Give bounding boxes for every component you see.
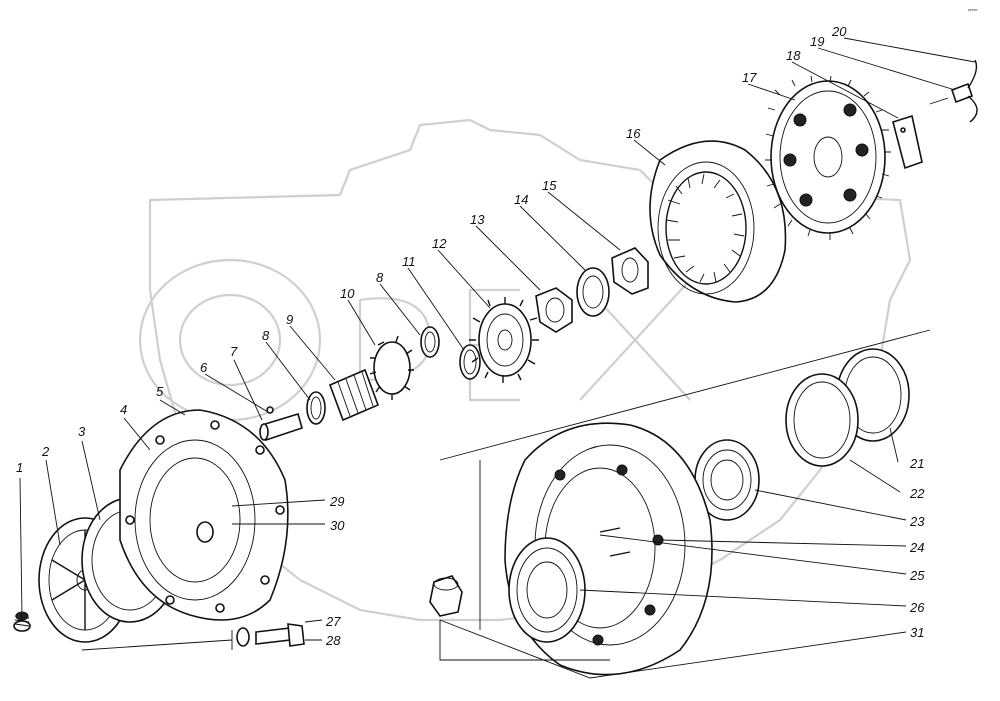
label-20: 20: [831, 24, 847, 39]
label-9: 9: [286, 312, 293, 327]
part-7-pin: [259, 406, 303, 442]
part-19-20-bolt-wire: [929, 59, 978, 123]
label-17: 17: [742, 70, 757, 85]
leader-lines: [19, 37, 976, 679]
label-5: 5: [156, 384, 164, 399]
part-31-plug: [429, 575, 463, 617]
label-18: 18: [786, 48, 801, 63]
label-8a: 8: [262, 328, 270, 343]
part-8-ring: [306, 326, 440, 425]
label-25: 25: [909, 568, 925, 583]
label-10: 10: [340, 286, 355, 301]
part-22-seal-ring: [785, 373, 859, 467]
part-12-double-gear: [469, 297, 539, 383]
part-4-5-housing-cover: [119, 409, 289, 621]
label-27: 27: [325, 614, 341, 629]
part-11-snap-ring: [459, 344, 481, 380]
label-15: 15: [542, 178, 557, 193]
label-29: 29: [329, 494, 344, 509]
label-2: 2: [41, 444, 50, 459]
label-22: 22: [909, 486, 925, 501]
part-14-washer: [576, 267, 610, 317]
label-14: 14: [514, 192, 528, 207]
label-30: 30: [330, 518, 345, 533]
part-1-spring: [13, 611, 31, 632]
label-4: 4: [120, 402, 127, 417]
label-1: 1: [16, 460, 23, 475]
label-11: 11: [402, 254, 416, 269]
label-23: 23: [909, 514, 925, 529]
part-9-needle-bearing: [328, 368, 380, 422]
part-labels: 1 2 3 4 5 6 7 8 8 9 10 11 12 13 14 15 16…: [16, 24, 925, 648]
part-27-washer: [236, 627, 250, 647]
label-21: 21: [909, 456, 924, 471]
label-3: 3: [78, 424, 86, 439]
part-10-gear: [369, 335, 414, 400]
part-26-bearing-cup: [508, 537, 586, 643]
part-15-lock-plate: [611, 247, 649, 295]
label-31: 31: [910, 625, 924, 640]
part-16-ring-gear: [649, 140, 787, 303]
label-24: 24: [909, 540, 924, 555]
label-28: 28: [325, 633, 341, 648]
label-8b: 8: [376, 270, 384, 285]
part-13-nut: [535, 287, 573, 333]
part-28-bolt: [255, 623, 305, 647]
label-12: 12: [432, 236, 447, 251]
label-19: 19: [810, 34, 824, 49]
label-13: 13: [470, 212, 485, 227]
label-26: 26: [909, 600, 925, 615]
label-6: 6: [200, 360, 208, 375]
label-16: 16: [626, 126, 641, 141]
part-17-drive-gear: [765, 75, 891, 240]
label-7: 7: [230, 344, 238, 359]
part-18-bracket: [892, 114, 923, 170]
corner-mark: ᵖᵉᵐᵐ: [968, 8, 978, 14]
